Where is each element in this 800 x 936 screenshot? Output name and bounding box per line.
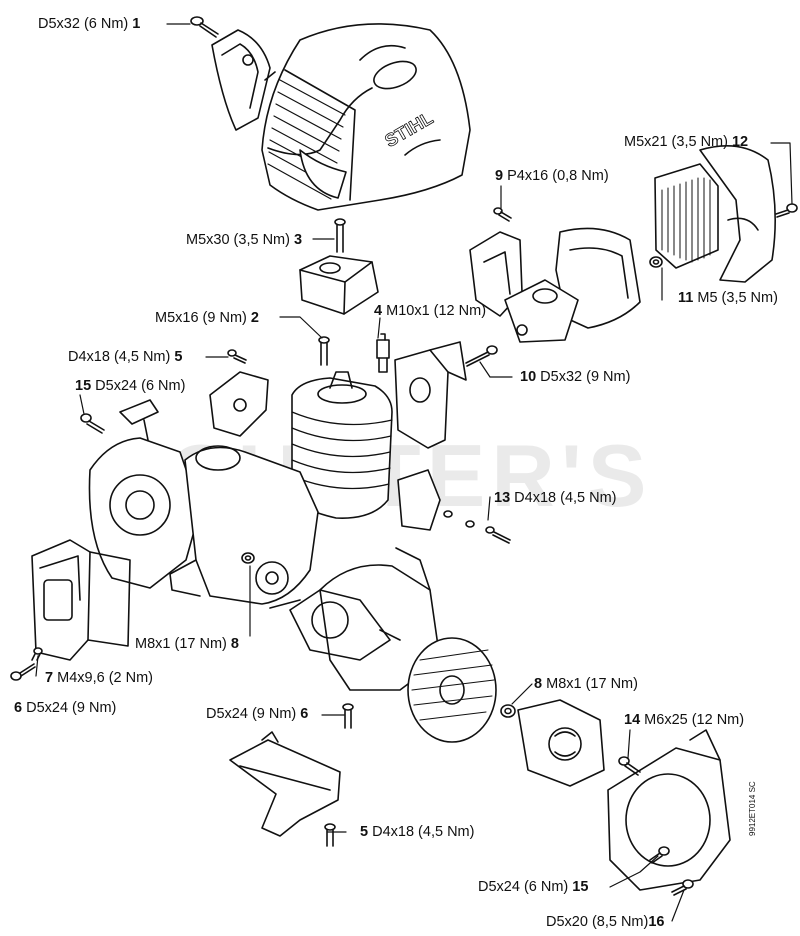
callout-15-top: 15 D5x24 (6 Nm) [75,378,186,394]
callout-9: 9 P4x16 (0,8 Nm) [495,168,609,184]
callout-15-bottom: D5x24 (6 Nm) 15 [478,879,589,895]
handle-plate [209,371,269,437]
screw-6-left-icon [10,663,36,681]
clutch [517,699,605,787]
flywheel [407,637,497,743]
callout-10: 10 D5x32 (9 Nm) [520,369,631,385]
callout-2: M5x16 (9 Nm) 2 [155,310,259,326]
crank-housing-half [319,547,441,691]
callout-5-bottom: 5 D4x18 (4,5 Nm) [360,824,475,840]
crankcase [169,445,319,605]
screw-5-top-icon [227,349,247,364]
nut-11-icon [649,256,663,268]
callout-13: 13 D4x18 (4,5 Nm) [494,490,617,506]
fan-housing [607,729,731,891]
screw-13-icon [443,510,511,544]
screw-16-icon [671,879,694,896]
callout-6-center: D5x24 (9 Nm) 6 [206,706,309,722]
screw-3-icon [334,218,346,253]
callout-8-right: 8 M8x1 (17 Nm) [534,676,638,692]
callout-8-left: M8x1 (17 Nm) 8 [135,636,239,652]
callout-16: D5x20 (8,5 Nm)16 [546,914,665,930]
screw-9-icon [493,207,512,222]
cylinder [291,371,393,519]
screw-12-icon [775,203,798,218]
carburetor-assembly [469,227,641,343]
screw-5-bottom-icon [324,823,336,847]
callout-5-top: D4x18 (4,5 Nm) 5 [68,349,183,365]
callout-12: M5x21 (3,5 Nm) 12 [624,134,749,150]
screw-15-bottom-icon [649,846,670,864]
shroud-bracket [211,29,276,131]
filter-bracket [397,469,441,531]
screw-1-icon [190,16,219,38]
callout-6-left: 6 D5x24 (9 Nm) [14,700,117,716]
leader-lines [35,23,793,922]
air-filter [654,163,719,269]
nut-8-left-icon [241,552,255,564]
starter-housing [88,399,201,589]
callout-3: M5x30 (3,5 Nm) 3 [186,232,303,248]
nut-8-right-icon [500,704,516,718]
screw-10-icon [465,345,498,367]
callout-11: 11 M5 (3,5 Nm) [678,290,778,306]
screw-7-icon [31,647,43,661]
intake-manifold [394,341,467,449]
callout-4: 4 M10x1 (12 Nm) [374,303,487,319]
screw-14-icon [618,756,641,776]
screw-15-top-icon [80,413,105,434]
spark-plug-icon [376,333,390,373]
air-filter-housing [699,144,776,283]
screw-2-icon [318,336,330,366]
shroud-cover: STIHL [261,23,471,211]
drawing-code: 9912ET014 SC [748,781,757,836]
callout-7: 7 M4x9,6 (2 Nm) [45,670,153,686]
callout-1: D5x32 (6 Nm) 1 [38,16,141,32]
guard-plate [229,731,341,837]
cylinder-cover [299,255,379,315]
callout-14: 14 M6x25 (12 Nm) [624,712,745,728]
crankshaft [269,589,401,661]
screw-6-center-icon [342,703,354,729]
